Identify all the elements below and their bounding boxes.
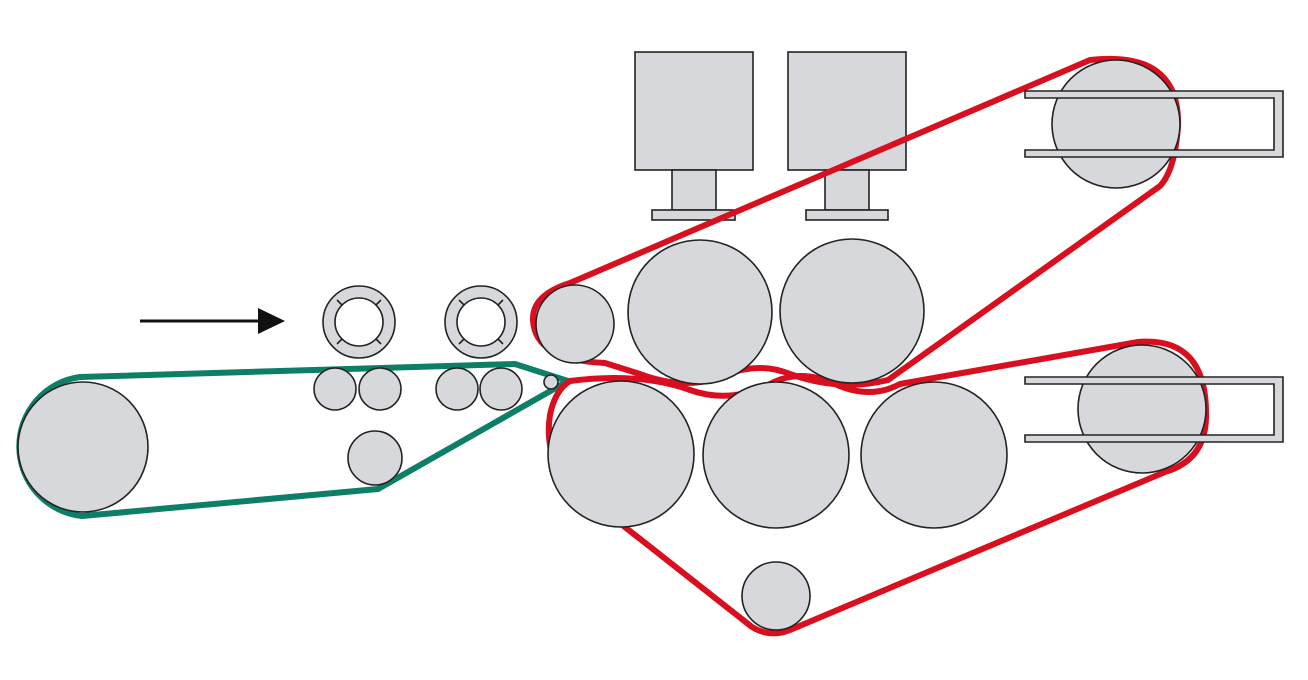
entry-roller (535, 284, 615, 364)
lower-press-rollers (547, 380, 1008, 631)
upper-tension-frame (1024, 90, 1284, 158)
support-roller (313, 367, 357, 411)
tension-roller (347, 430, 403, 486)
upper-tension-assembly (1024, 59, 1284, 189)
support-roller (358, 367, 402, 411)
upper-press-rollers (535, 238, 925, 385)
press-roller (779, 238, 925, 384)
press-roller (547, 380, 695, 528)
press-roller (860, 381, 1008, 529)
heating-head-2 (787, 51, 907, 221)
lower-tension-frame (1024, 376, 1284, 443)
lower-tension-roller (1077, 344, 1207, 474)
feed-direction-arrow (140, 308, 285, 334)
green-belt-rollers (17, 367, 559, 513)
ring-roller-2 (444, 285, 518, 359)
nose-roller (543, 374, 559, 390)
support-roller (435, 367, 479, 411)
support-roller (479, 367, 523, 411)
bottom-idler-roller (741, 561, 811, 631)
ring-roller-1 (322, 285, 396, 359)
heating-head-1 (634, 51, 754, 221)
upper-tension-roller (1051, 59, 1181, 189)
press-roller (702, 381, 850, 529)
lower-tension-assembly (1024, 344, 1284, 474)
press-roller (627, 239, 773, 385)
large-drive-roller (17, 381, 149, 513)
